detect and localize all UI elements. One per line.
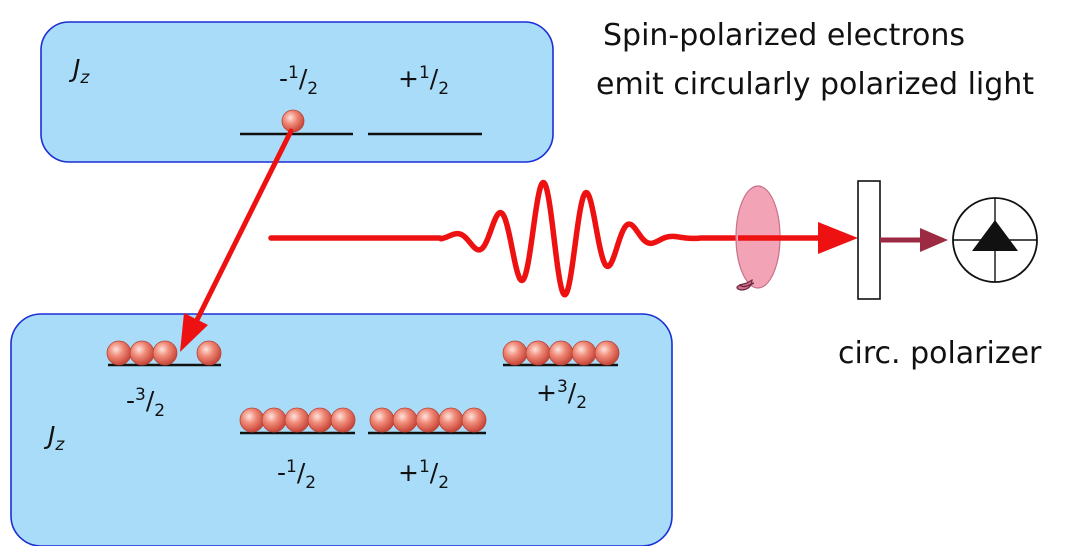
electron [571,340,597,366]
electron [196,340,222,366]
transition-arrow [180,128,294,352]
upper-level-label-minus-half: -1/2 [279,63,318,99]
electron [129,340,155,366]
electron [502,340,528,366]
upper-level-box [40,21,554,163]
electron [330,407,356,433]
upper-level-label-plus-half: +1/2 [398,63,449,99]
electron [261,407,287,433]
electron [392,407,418,433]
electrons-lower-minus-three-half [106,340,222,366]
electron [548,340,574,366]
electrons-lower-minus-half [239,407,356,433]
electron [369,407,395,433]
electrons-lower-plus-three-half [502,340,620,366]
electron [525,340,551,366]
electron [307,407,333,433]
title-line-2: emit circularly polarized light [596,67,1034,102]
electron [461,407,487,433]
light-arrowhead [818,222,858,254]
lower-level-label-plus-three-half: +3/2 [536,377,587,413]
lower-level-label-minus-half: -1/2 [277,457,316,493]
photodiode-icon [952,197,1038,283]
polarizer-label: circ. polarizer [838,336,1042,371]
lower-level-label-minus-three-half: -3/2 [126,385,165,421]
electron [152,340,178,366]
emitted-light-wave [268,179,745,298]
polarizer-plate [857,180,881,300]
electrons-upper-minus-half [281,109,305,133]
electron [415,407,441,433]
electron [594,340,620,366]
lower-level-label-plus-half: +1/2 [398,457,449,493]
electron [106,340,132,366]
electron [284,407,310,433]
electrons-lower-plus-half [369,407,487,433]
polarized-output-arrow [880,228,948,252]
electron [438,407,464,433]
electron [239,407,265,433]
electron [281,109,305,133]
title-line-1: Spin-polarized electrons [603,18,965,53]
